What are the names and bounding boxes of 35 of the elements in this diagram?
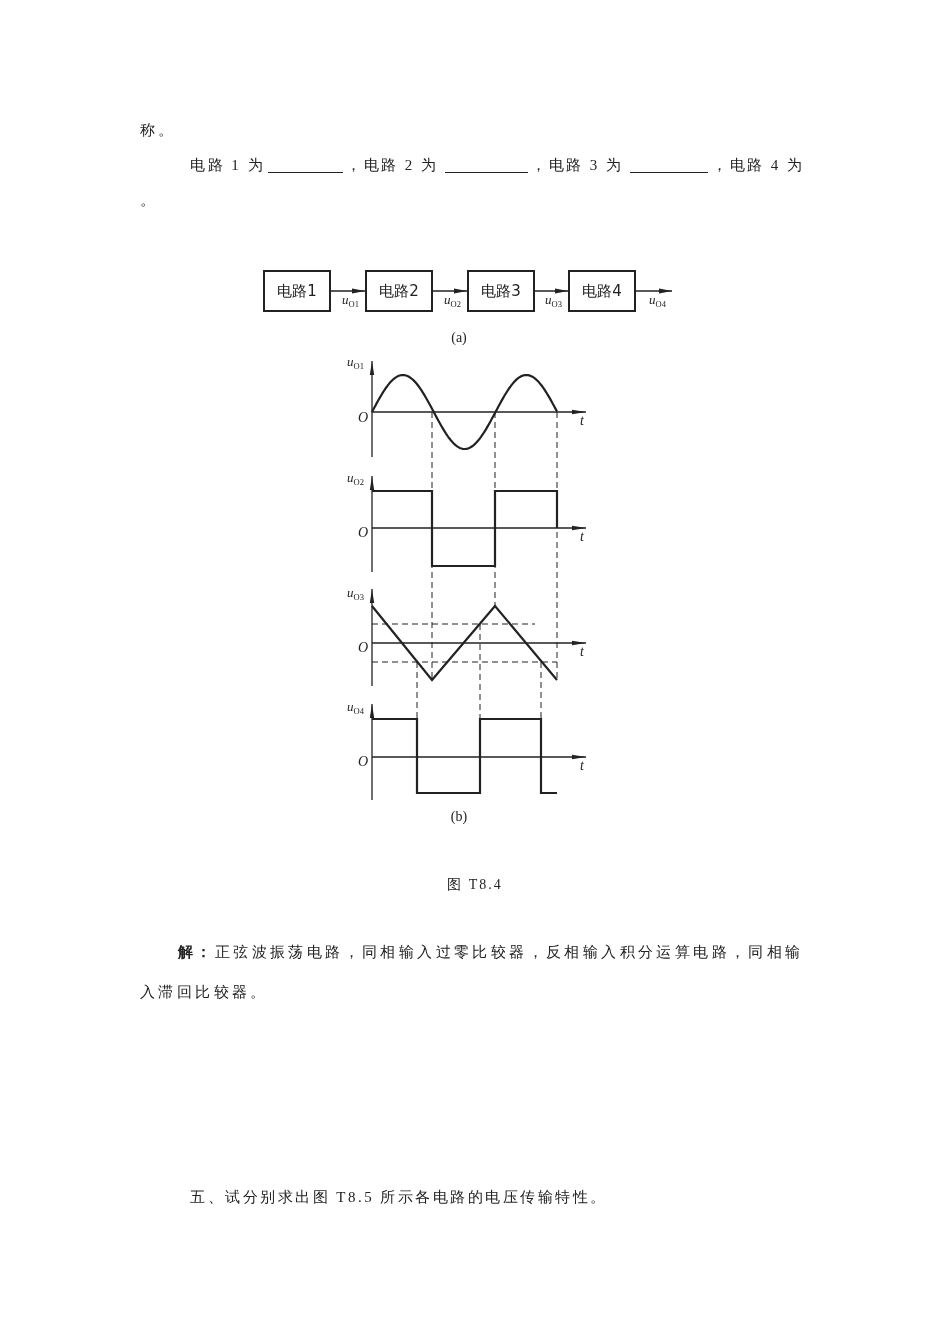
body-text: ，电路 2 为 bbox=[346, 156, 439, 175]
process-box: 电路4 bbox=[568, 270, 636, 312]
axis-label: u$_{O4}$ bbox=[347, 700, 364, 714]
arrow bbox=[330, 288, 366, 294]
body-text: ，电路 3 为 bbox=[531, 156, 624, 175]
process-box: 电路3 bbox=[467, 270, 535, 312]
axis-label: t bbox=[580, 529, 584, 545]
edge-label: u$_{O1}$ bbox=[342, 293, 359, 307]
edge-label: u$_{O2}$ bbox=[444, 293, 461, 307]
process-box: 电路1 bbox=[263, 270, 331, 312]
body-text: 。 bbox=[140, 191, 158, 210]
arrow bbox=[534, 288, 569, 294]
arrow bbox=[635, 288, 673, 294]
edge-label: u$_{O3}$ bbox=[545, 293, 562, 307]
figure-label: (b) bbox=[450, 808, 468, 826]
axis-label: t bbox=[580, 644, 584, 660]
origin-label: O bbox=[358, 525, 369, 541]
axis-label: u$_{O1}$ bbox=[347, 355, 364, 369]
origin-label: O bbox=[358, 410, 369, 426]
figure-caption: 图 T8.4 bbox=[447, 876, 503, 894]
body-text: 电路 1 为 bbox=[190, 156, 265, 175]
axis-label: t bbox=[580, 413, 584, 429]
origin-label: O bbox=[358, 640, 369, 656]
axis-label: t bbox=[580, 758, 584, 774]
figure-label: (a) bbox=[451, 329, 467, 347]
answer-paragraph: 解：正弦波振荡电路，同相输入过零比较器，反相输入积分运算电路，同相输入滞回比较器。 bbox=[140, 943, 805, 1002]
axis-label: u$_{O2}$ bbox=[347, 471, 364, 485]
process-box: 电路2 bbox=[365, 270, 433, 312]
origin-label: O bbox=[358, 754, 369, 770]
body-text: 称。 bbox=[140, 121, 175, 140]
body-text: ，电路 4 为 bbox=[712, 156, 805, 175]
question-text: 五、试分别求出图 T8.5 所示各电路的电压传输特性。 bbox=[190, 1188, 608, 1207]
arrow bbox=[432, 288, 468, 294]
edge-label: u$_{O4}$ bbox=[649, 293, 666, 307]
axis-label: u$_{O3}$ bbox=[347, 586, 364, 600]
